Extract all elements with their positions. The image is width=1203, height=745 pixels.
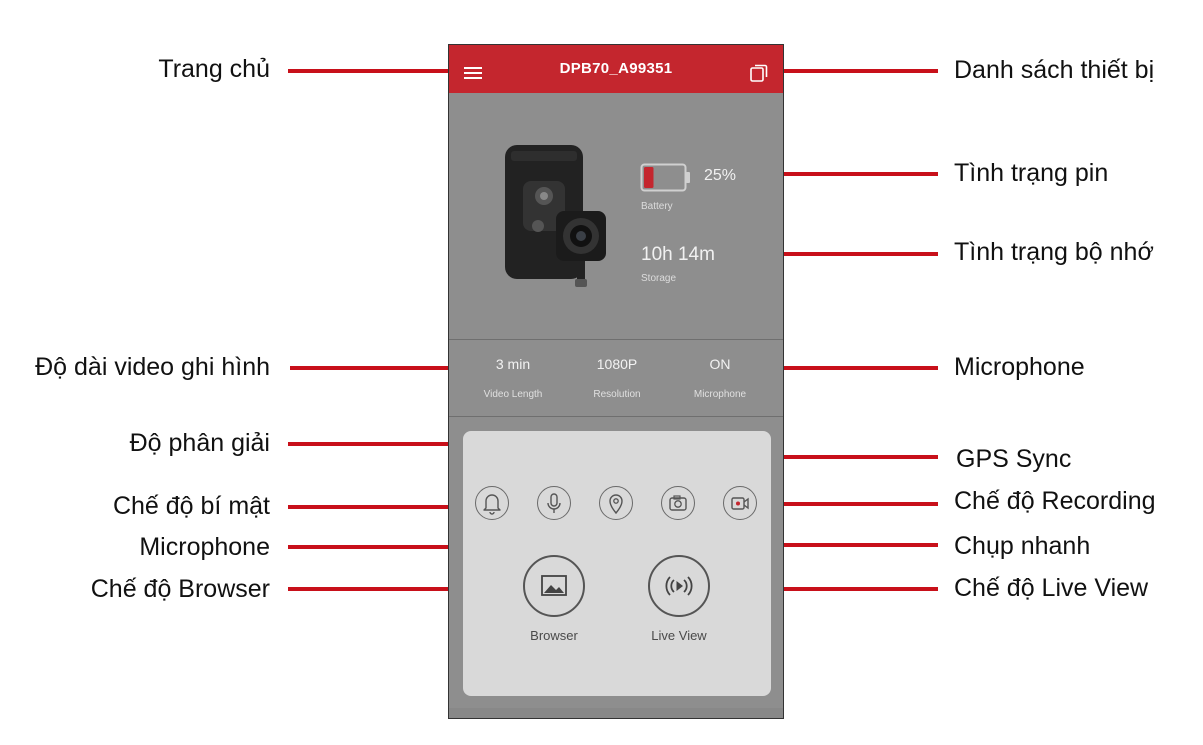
callout-recording-mode: Chế độ Recording [954, 487, 1156, 515]
callout-battery: Tình trạng pin [954, 159, 1109, 187]
callout-stealth-mode: Chế độ bí mật [112, 492, 270, 520]
callout-gps-sync: GPS Sync [956, 445, 1072, 473]
divider-bottom [449, 416, 783, 417]
snapshot-button[interactable] [661, 486, 695, 520]
line-video-length [290, 366, 480, 370]
resolution-value: 1080P [596, 356, 638, 372]
line-battery [742, 172, 938, 176]
bottom-strip [449, 708, 783, 718]
microphone-value: ON [709, 356, 731, 372]
app-bar: DPB70_A99351 [449, 45, 783, 93]
bell-icon [483, 494, 501, 515]
callout-storage: Tình trạng bộ nhớ [954, 238, 1154, 266]
callout-browser-mode: Chế độ Browser [90, 575, 270, 603]
line-home [288, 69, 458, 73]
control-panel: Browser Live View [463, 431, 771, 696]
storage-value: 10h 14m [641, 244, 715, 265]
image-gallery-icon [541, 575, 567, 596]
callout-microphone-button: Microphone [139, 533, 270, 561]
stealth-mode-button[interactable] [475, 486, 509, 520]
line-microphone-button-h [288, 545, 558, 549]
line-recording [756, 502, 938, 506]
storage-label: Storage [641, 273, 677, 284]
callout-device-list: Danh sách thiết bị [954, 56, 1155, 84]
line-device-list [772, 69, 938, 73]
video-length-value: 3 min [495, 356, 531, 372]
line-microphone-status [738, 366, 938, 370]
line-browser [288, 587, 526, 591]
camera-icon [669, 495, 687, 511]
battery-label: Battery [641, 201, 673, 212]
line-stealth [288, 505, 476, 509]
callout-snapshot: Chụp nhanh [954, 532, 1091, 560]
gps-sync-button[interactable] [599, 486, 633, 520]
callout-liveview-mode: Chế độ Live View [954, 574, 1149, 602]
resolution-label: Resolution [593, 389, 641, 400]
video-record-icon [731, 497, 749, 510]
divider-top [449, 339, 783, 340]
line-snapshot-h [676, 543, 938, 547]
battery-percent: 25% [704, 167, 737, 184]
browser-button[interactable] [523, 555, 585, 617]
liveview-button[interactable] [648, 555, 710, 617]
liveview-label: Live View [651, 628, 707, 643]
callout-home: Trang chủ [158, 55, 270, 83]
device-list-icon[interactable] [750, 64, 768, 82]
video-length-label: Video Length [483, 389, 543, 400]
status-area: 25% Battery 10h 14m Storage [449, 93, 783, 339]
line-storage [742, 252, 938, 256]
line-liveview [706, 587, 938, 591]
microphone-icon [547, 493, 561, 513]
browser-label: Browser [530, 628, 578, 643]
microphone-label: Microphone [693, 389, 747, 400]
callout-video-length: Độ dài video ghi hình [35, 353, 270, 381]
microphone-button[interactable] [537, 486, 571, 520]
battery-icon [640, 163, 690, 192]
body-camera-image [505, 145, 606, 287]
device-title: DPB70_A99351 [559, 60, 673, 77]
live-broadcast-icon [665, 576, 693, 596]
hamburger-menu-icon[interactable] [464, 67, 482, 79]
phone-screen: DPB70_A99351 [448, 44, 784, 719]
callout-resolution: Độ phân giải [129, 429, 270, 457]
callout-microphone-status: Microphone [954, 353, 1085, 381]
location-pin-icon [609, 494, 623, 515]
recording-mode-button[interactable] [723, 486, 757, 520]
